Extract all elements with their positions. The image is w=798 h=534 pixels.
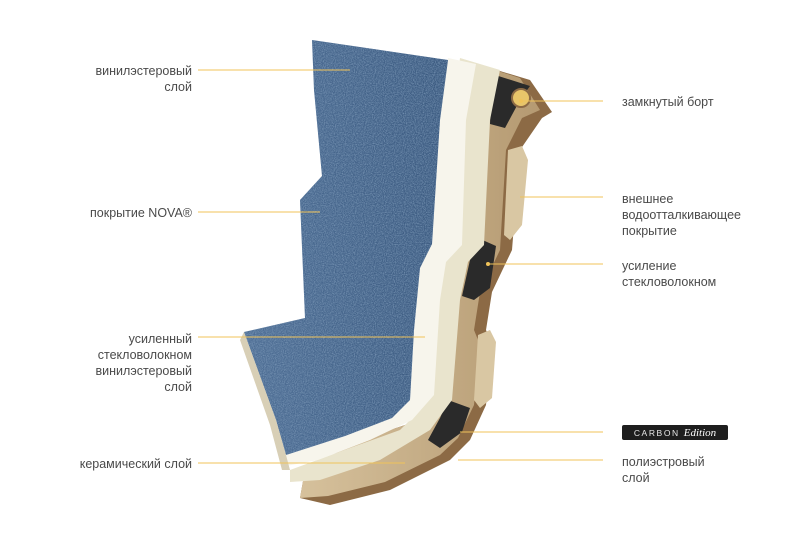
dot-closed-rim xyxy=(519,99,523,103)
coating-bump-lower xyxy=(474,330,496,408)
coating-bump-upper xyxy=(504,146,528,240)
label-reinforced-vinylester-layer: усиленный стекловолокном винилэстеровый … xyxy=(95,332,192,394)
label-ceramic-layer: керамический слой xyxy=(79,457,192,471)
label-outer-coating: внешнее водоотталкивающее покрытие xyxy=(622,192,741,238)
label-fiberglass-reinforcement: усиление стекловолокном xyxy=(622,259,717,289)
label-polyester-layer: полиэстровый слой xyxy=(622,455,705,485)
carbon-edition-badge: CARBON Edition xyxy=(622,425,728,440)
carbon-strip-top xyxy=(490,74,530,128)
leader-dots xyxy=(486,99,523,266)
nova-surface-texture xyxy=(244,40,448,455)
ceramic-layer-section xyxy=(290,58,500,482)
carbon-strip-bottom xyxy=(428,400,470,448)
reinforced-vinylester-section xyxy=(286,58,476,466)
floor-front-edge xyxy=(240,332,290,470)
badge-word-carbon: CARBON xyxy=(633,427,680,438)
label-nova-coating: покрытие NOVA® xyxy=(90,206,192,220)
closed-rim-bead xyxy=(511,88,531,108)
label-vinylester-layer: винилэстеровый слой xyxy=(95,64,192,94)
carbon-strip-middle xyxy=(462,238,496,300)
badge-word-edition: Edition xyxy=(683,426,717,439)
dot-fiberglass xyxy=(486,262,490,266)
label-closed-rim: замкнутый борт xyxy=(622,95,714,109)
leader-lines xyxy=(198,69,603,464)
